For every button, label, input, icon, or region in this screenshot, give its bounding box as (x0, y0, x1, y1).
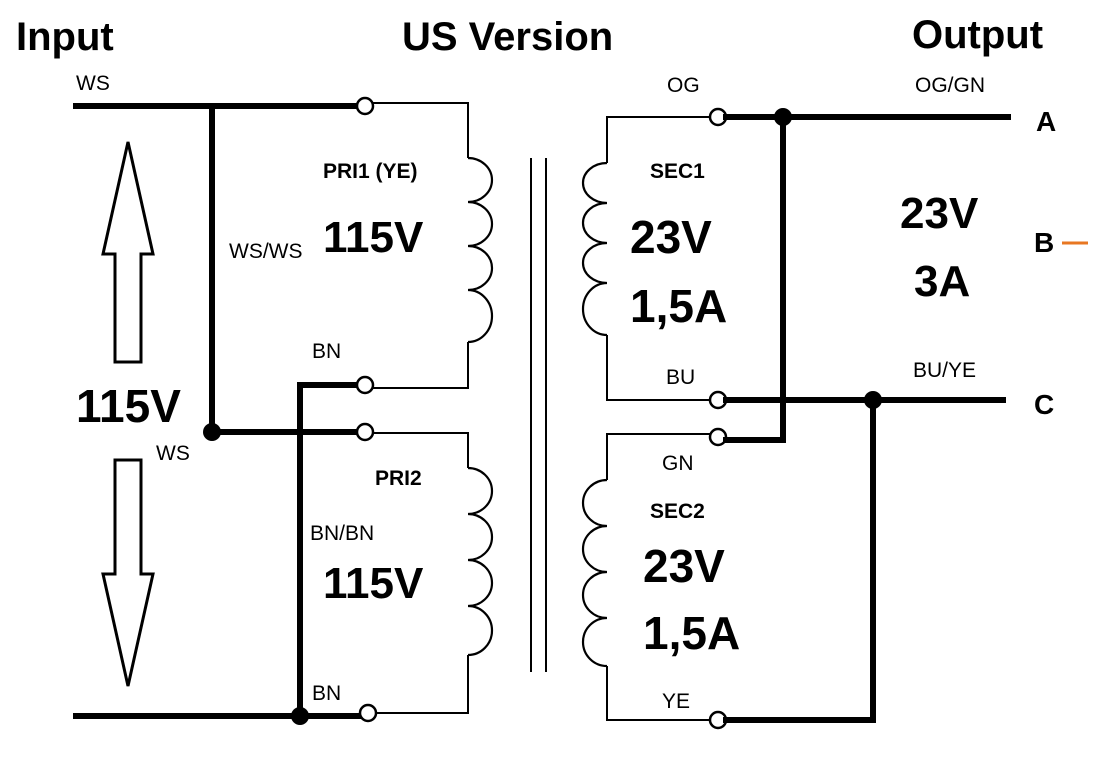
terminal-c-label: C (1034, 389, 1054, 420)
pri1-top-terminal (355, 96, 375, 116)
input-junction-wire-label: WS (156, 442, 190, 465)
sec2-top-wire-label: GN (662, 452, 694, 475)
pri1-voltage: 115V (323, 213, 424, 262)
sec1-voltage: 23V (630, 211, 712, 263)
output-c-wire-label: BU/YE (913, 359, 976, 382)
pri1-bridge-label: WS/WS (229, 240, 303, 263)
sec2-current: 1,5A (643, 607, 740, 659)
output-a-junction-dot (774, 108, 792, 126)
input-junction-dot (203, 423, 221, 441)
pri2-bottom-terminal (358, 703, 378, 723)
diagram-title: US Version (402, 15, 613, 59)
pri1-name: PRI1 (YE) (323, 160, 418, 183)
sec1-current: 1,5A (630, 280, 727, 332)
pri2-bottom-wire-label: BN (312, 682, 341, 705)
output-voltage: 23V (900, 189, 979, 238)
sec1-top-wire-label: OG (667, 74, 700, 97)
input-wires (73, 103, 363, 719)
terminal-a-label: A (1036, 106, 1056, 137)
secondary-thin-wires (606, 116, 710, 721)
input-voltage: 115V (76, 380, 181, 432)
pri2-bridge-label: BN/BN (310, 522, 374, 545)
input-arrow-down-icon (101, 458, 155, 687)
pri2-name: PRI2 (375, 467, 422, 490)
sec1-name: SEC1 (650, 160, 705, 183)
sec2-bottom-wire-label: YE (662, 690, 690, 713)
input-bottom-junction-dot (291, 707, 309, 725)
sec1-bottom-wire-label: BU (666, 366, 695, 389)
sec2-voltage: 23V (643, 540, 725, 592)
primary-thin-wires (373, 102, 469, 714)
output-a-wire-label: OG/GN (915, 74, 985, 97)
input-heading: Input (16, 15, 114, 59)
input-arrow-up-icon (101, 141, 155, 364)
pri2-top-terminal (355, 422, 375, 442)
pri2-voltage: 115V (323, 559, 424, 608)
pri2-coil (467, 466, 494, 657)
sec2-name: SEC2 (650, 500, 705, 523)
input-top-wire-label: WS (76, 72, 110, 95)
pri1-bottom-wire-label: BN (312, 340, 341, 363)
sec2-coil (581, 478, 608, 668)
output-heading: Output (912, 13, 1043, 57)
terminal-b-label: B (1034, 227, 1054, 258)
pri1-coil (467, 156, 494, 344)
pri1-bottom-terminal (355, 375, 375, 395)
output-current: 3A (914, 257, 970, 306)
sec1-coil (581, 161, 608, 337)
output-c-junction-dot (864, 391, 882, 409)
